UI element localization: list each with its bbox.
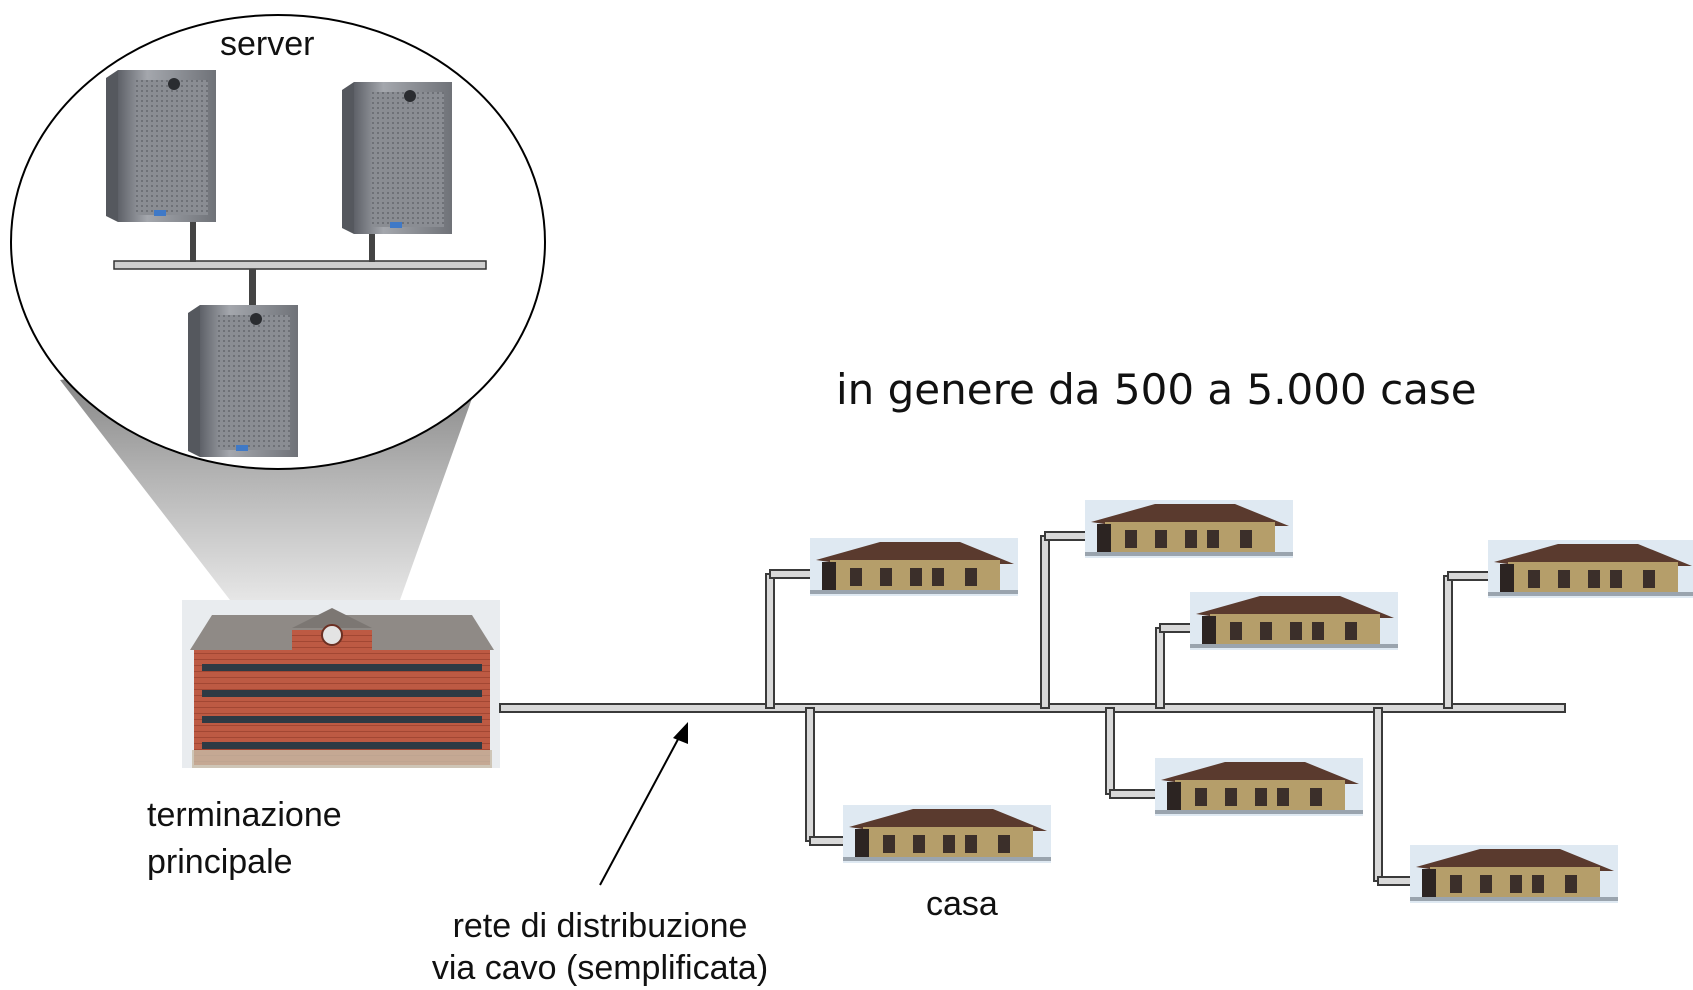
house-icon: [1085, 500, 1293, 558]
cable-segment: [805, 707, 815, 842]
network-pointer-arrow: [599, 722, 688, 886]
cable-segment: [1155, 627, 1165, 709]
cable-segment: [1373, 707, 1383, 882]
house-icon: [1190, 592, 1398, 650]
house-icon: [1410, 845, 1618, 903]
cable-segment: [1443, 575, 1453, 709]
cable-segment: [765, 573, 775, 709]
server-lan: [113, 220, 487, 307]
cable-segment: [1105, 707, 1115, 795]
server-tower-icon: [106, 70, 216, 222]
headend-label-line2: principale: [147, 843, 293, 881]
network-label-line1: rete di distribuzione: [453, 907, 748, 945]
headend-label-line1: terminazione: [147, 796, 342, 834]
house-icon: [810, 538, 1018, 596]
house-icon: [1488, 540, 1693, 598]
house-icon: [843, 805, 1051, 863]
network-label-line2: via cavo (semplificata): [432, 949, 768, 987]
cable-distribution-network: [499, 531, 1566, 886]
server-tower-icon: [188, 305, 298, 457]
house-icon: [1155, 758, 1363, 816]
house-label: casa: [926, 885, 998, 923]
headline-households: in genere da 500 a 5.000 case: [836, 365, 1477, 414]
server-tower-icon: [342, 82, 452, 234]
headend-building: [182, 600, 500, 768]
server-label: server: [220, 25, 314, 63]
cable-segment: [499, 703, 1566, 713]
cable-segment: [1040, 535, 1050, 709]
